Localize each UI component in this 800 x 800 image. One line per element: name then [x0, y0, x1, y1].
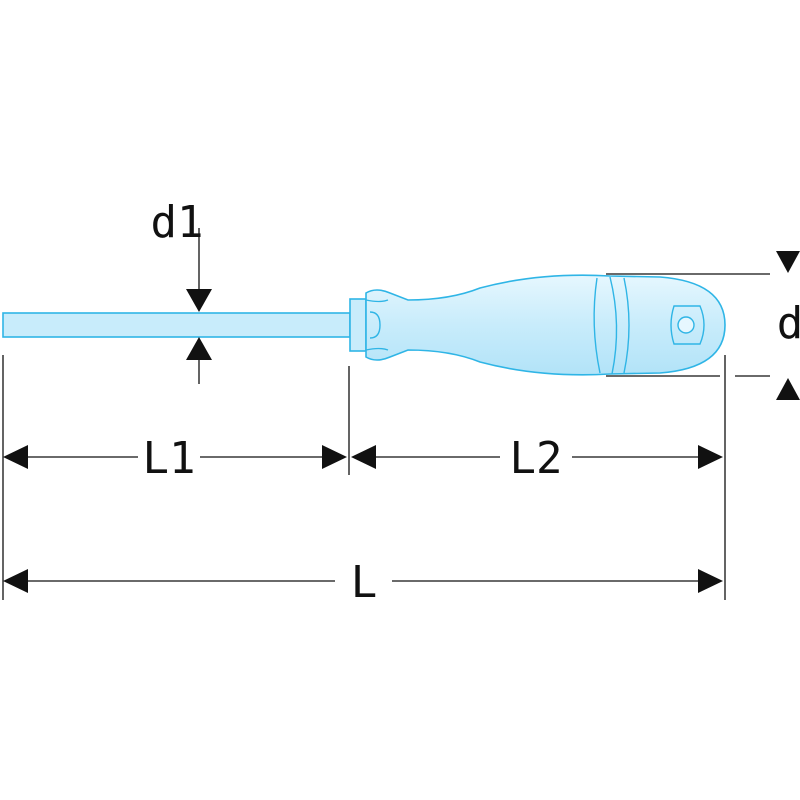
L2-arrow-right: [698, 445, 723, 469]
ferrule: [349, 298, 367, 352]
d1-arrow-down: [186, 289, 212, 312]
label-L: L: [351, 557, 378, 608]
handle-slot: [369, 311, 381, 339]
grip-band-1: [593, 277, 601, 374]
handle: [365, 274, 726, 376]
L1-arrow-left: [3, 445, 28, 469]
L2-arrow-left: [351, 445, 376, 469]
L1-arrow-right: [322, 445, 347, 469]
arrowheads: [3, 251, 800, 593]
dimension-lines: [2, 228, 770, 600]
d-arrow-down: [776, 251, 800, 273]
hang-hole-outer: [670, 305, 705, 345]
hang-hole: [677, 316, 695, 334]
d1-arrow-up: [186, 337, 212, 360]
label-d: d: [777, 298, 800, 349]
handle-neck-line: [365, 299, 389, 351]
d-arrow-up: [776, 378, 800, 400]
screwdriver-illustration: [2, 274, 726, 376]
shaft: [2, 312, 351, 338]
label-L1: L1: [143, 433, 196, 484]
grip-band-3: [623, 277, 630, 374]
L-arrow-right: [698, 569, 723, 593]
label-L2: L2: [510, 433, 563, 484]
grip-band-2: [609, 276, 618, 375]
label-d1: d1: [151, 197, 204, 248]
L-arrow-left: [3, 569, 28, 593]
